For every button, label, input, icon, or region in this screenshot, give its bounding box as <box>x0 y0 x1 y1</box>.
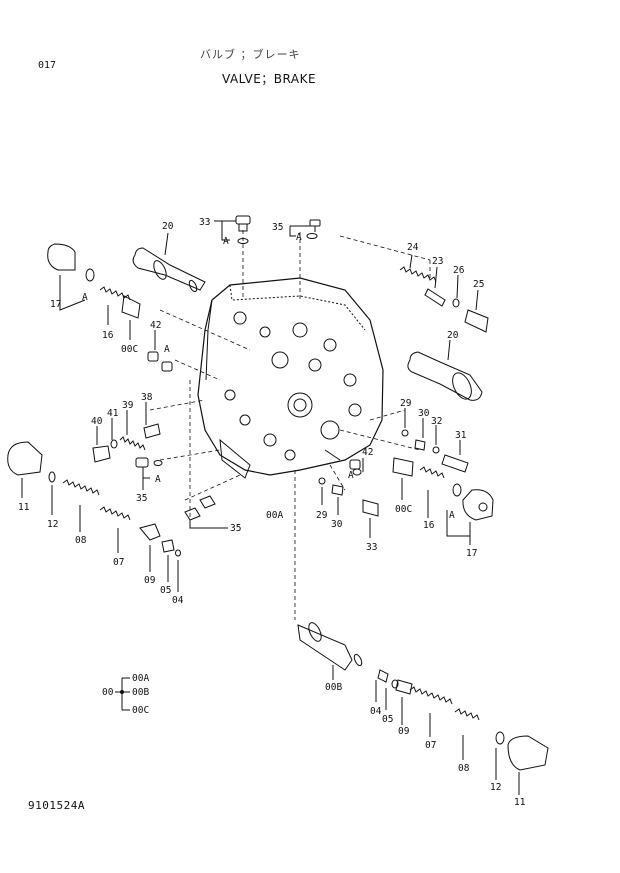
callout-a: A <box>155 474 161 485</box>
callout-11: 11 <box>18 502 30 513</box>
callout-a: A <box>449 510 455 521</box>
callout-12: 12 <box>490 782 501 793</box>
legend-bracket <box>115 677 130 711</box>
callout-07: 07 <box>425 740 436 751</box>
callout-00c: 00C <box>121 344 138 355</box>
callout-29: 29 <box>400 398 412 409</box>
callout-05: 05 <box>382 714 393 725</box>
parts-29-30-42-33-lower <box>318 458 379 538</box>
callout-40: 40 <box>91 416 103 427</box>
part-35-middle <box>135 457 163 490</box>
callout-25: 25 <box>473 279 484 290</box>
part-35-top <box>289 219 321 239</box>
part-42-left <box>147 330 173 372</box>
callout-30: 30 <box>418 408 430 419</box>
callout-16: 16 <box>102 330 114 341</box>
legend-item-00c: 00C <box>132 705 149 716</box>
parts-29-30-32-31 <box>401 408 469 473</box>
callout-a: A <box>348 470 354 481</box>
drawing-number: 9101524A <box>28 799 85 812</box>
part-20-upper <box>132 232 206 293</box>
callout-04: 04 <box>172 595 184 606</box>
parts-00C-16-17-right <box>392 457 494 545</box>
callout-05: 05 <box>160 585 171 596</box>
callout-42: 42 <box>362 447 373 458</box>
callout-a: A <box>223 236 229 247</box>
page-title: VALVE；BRAKE <box>222 72 317 86</box>
callout-24: 24 <box>407 242 419 253</box>
callout-11: 11 <box>514 797 526 808</box>
callout-31: 31 <box>455 430 467 441</box>
callout-16: 16 <box>423 520 435 531</box>
callout-08: 08 <box>458 763 470 774</box>
callout-04: 04 <box>370 706 382 717</box>
part-35-lower <box>184 495 228 529</box>
callout-00c: 00C <box>395 504 412 515</box>
callout-07: 07 <box>113 557 124 568</box>
callout-33: 33 <box>366 542 377 553</box>
callout-42: 42 <box>150 320 161 331</box>
callout-08: 08 <box>75 535 87 546</box>
callout-17: 17 <box>50 299 61 310</box>
callout-35: 35 <box>230 523 241 534</box>
legend-item-00b: 00B <box>132 687 149 698</box>
callout-a: A <box>164 344 170 355</box>
callout-38: 38 <box>141 392 153 403</box>
parts-17-16-00C-left <box>47 243 141 340</box>
callout-12: 12 <box>47 519 58 530</box>
part-33-top <box>214 215 251 244</box>
callout-20: 20 <box>447 330 459 341</box>
parts-bottom-chain <box>297 622 549 795</box>
callout-41: 41 <box>107 408 119 419</box>
title-japanese: バルブ ；ブレーキ <box>200 48 301 61</box>
callout-30: 30 <box>331 519 343 530</box>
legend-root: 00 <box>102 687 114 698</box>
part-20-right <box>407 339 483 401</box>
page-number: 017 <box>38 60 57 71</box>
parts-24-23-26-25 <box>399 254 489 333</box>
callout-29: 29 <box>316 510 328 521</box>
legend-item-00a: 00A <box>132 673 149 684</box>
valve-body <box>197 277 384 479</box>
parts-40-41-39-38 <box>92 402 161 463</box>
callout-33: 33 <box>199 217 210 228</box>
callout-39: 39 <box>122 400 134 411</box>
callout-23: 23 <box>432 256 443 267</box>
callout-32: 32 <box>431 416 442 427</box>
callout-00b: 00B <box>325 682 342 693</box>
callout-20: 20 <box>162 221 174 232</box>
callout-00a: 00A <box>266 510 283 521</box>
callout-35: 35 <box>136 493 147 504</box>
callout-17: 17 <box>466 548 477 559</box>
callout-09: 09 <box>398 726 410 737</box>
callout-35: 35 <box>272 222 283 233</box>
callout-a: A <box>296 232 302 243</box>
callout-a: A <box>82 292 88 303</box>
callout-26: 26 <box>453 265 465 276</box>
callout-09: 09 <box>144 575 156 586</box>
parts-left-lower-stack <box>7 441 181 592</box>
